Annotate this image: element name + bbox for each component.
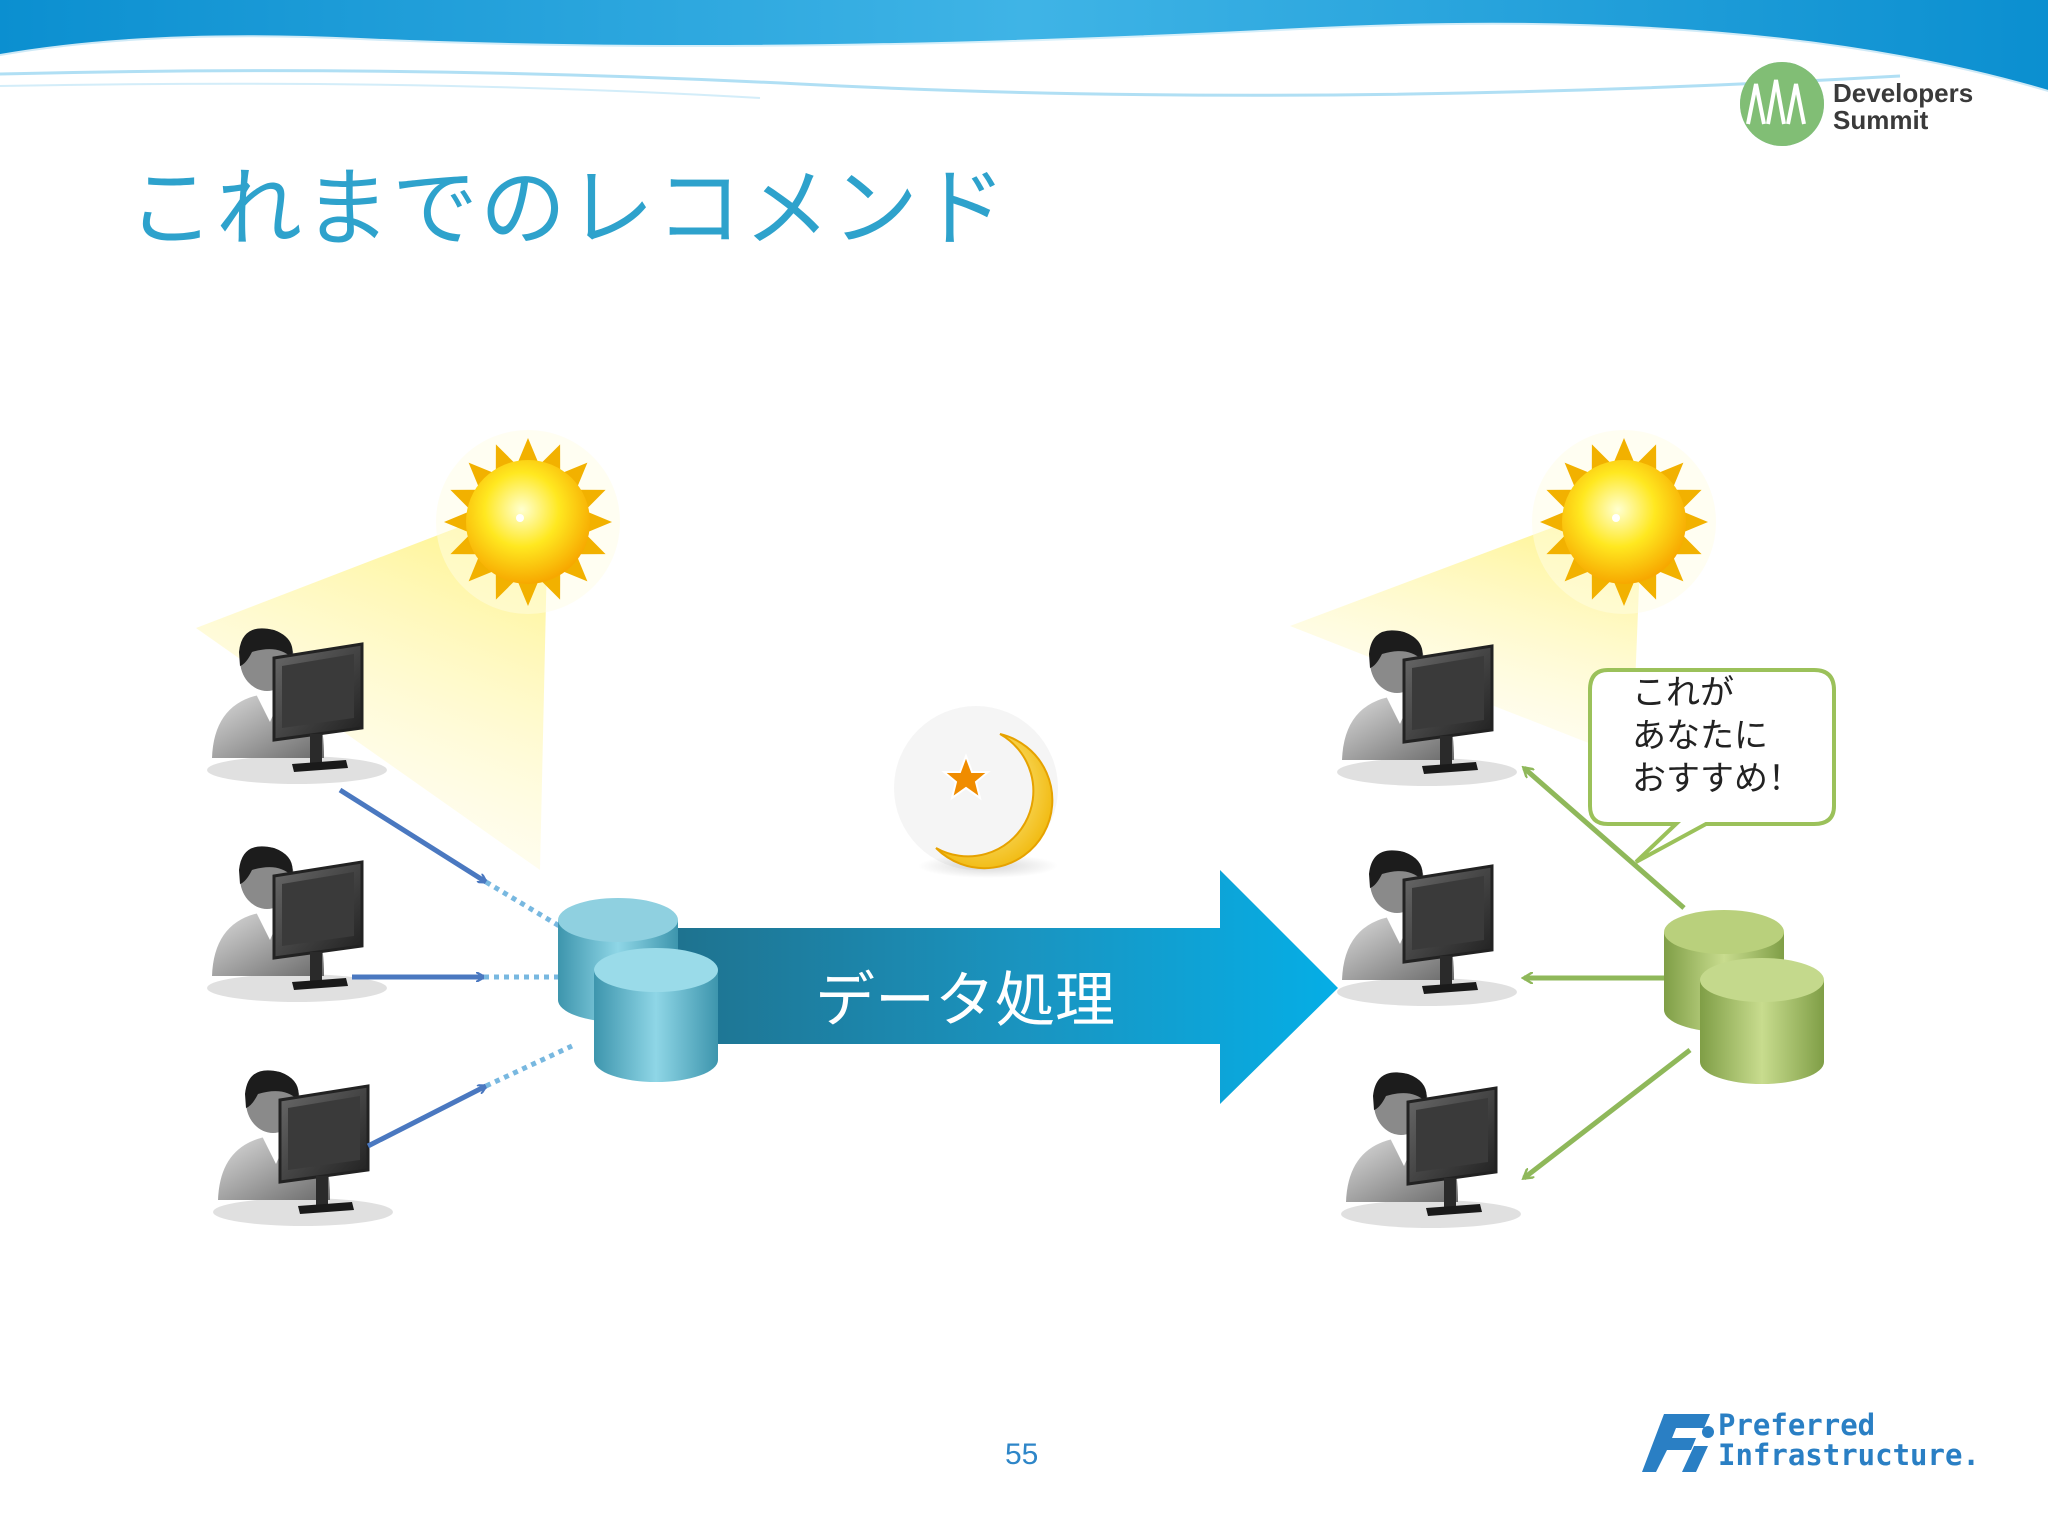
developers-summit-logo xyxy=(1740,62,1824,146)
user-at-computer-icon xyxy=(1339,1070,1523,1230)
bubble-line: おすすめ！ xyxy=(1632,759,1802,799)
company-line-2: Infrastructure. xyxy=(1718,1438,1980,1472)
moon-star-icon xyxy=(894,706,1058,878)
upload-arrows xyxy=(338,787,574,1149)
bubble-text: これが あなたに おすすめ！ xyxy=(1632,672,1802,801)
sun-icon xyxy=(436,430,620,614)
developers-label: Developers xyxy=(1833,78,1974,108)
company-wordmark: Preferred Infrastructure. xyxy=(1718,1410,1980,1470)
user-at-computer-icon xyxy=(211,1068,395,1228)
database-icon xyxy=(1664,910,1824,1084)
left-sun-beam xyxy=(196,512,548,870)
bubble-line: あなたに xyxy=(1632,716,1768,756)
speech-bubble xyxy=(1588,668,1836,864)
process-label: データ処理 xyxy=(815,966,1115,1036)
data-processing-arrow xyxy=(640,870,1338,1104)
sun-icon xyxy=(1532,430,1716,614)
developers-summit-wordmark: Developers Summit xyxy=(1833,80,1973,134)
header-wave-banner xyxy=(0,0,2048,99)
recommendation-arrows xyxy=(1524,768,1692,1178)
page-number: 55 xyxy=(1005,1438,1039,1471)
summit-label: Summit xyxy=(1833,105,1929,135)
database-icon xyxy=(558,898,718,1082)
slide-title: これまでのレコメンド xyxy=(128,159,1008,259)
bubble-line: これが xyxy=(1632,673,1734,713)
preferred-infrastructure-logo xyxy=(1642,1414,1714,1472)
user-at-computer-icon xyxy=(1335,848,1519,1008)
company-line-1: Preferred xyxy=(1718,1408,1876,1442)
